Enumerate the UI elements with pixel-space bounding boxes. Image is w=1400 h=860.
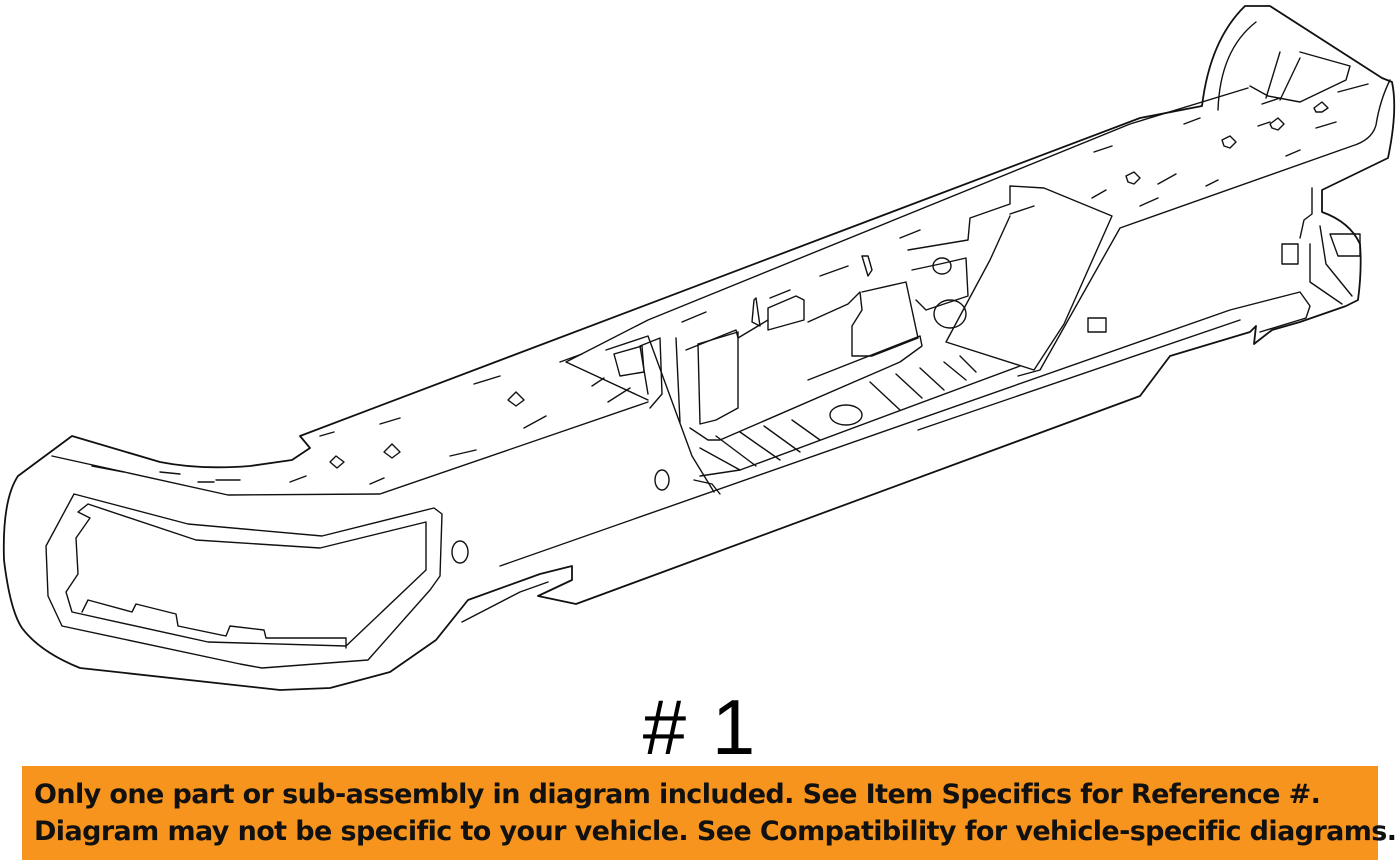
left-pocket xyxy=(45,493,549,669)
disclaimer-banner: Only one part or sub-assembly in diagram… xyxy=(22,766,1397,860)
lower-face xyxy=(499,187,1361,567)
bumper-outline xyxy=(2,5,1396,691)
parts-diagram xyxy=(2,5,1396,691)
bumper-line-drawing xyxy=(2,5,1396,691)
reference-number-label: # 1 xyxy=(642,683,758,771)
disclaimer-line-1: Only one part or sub-assembly in diagram… xyxy=(34,779,1321,810)
center-cavity xyxy=(605,185,1113,495)
disclaimer-line-2: Diagram may not be specific to your vehi… xyxy=(34,816,1397,847)
top-face xyxy=(51,21,1391,496)
